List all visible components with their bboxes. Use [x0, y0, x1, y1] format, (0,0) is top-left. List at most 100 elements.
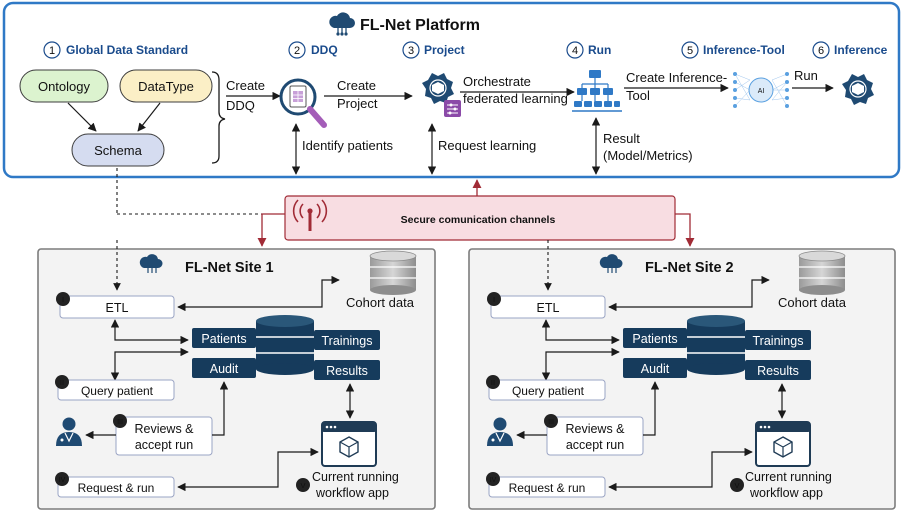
- roman-marker: I: [56, 292, 70, 306]
- request-to-workflow-arrow: [177, 447, 319, 492]
- step-1-header: 1 Global Data Standard: [43, 41, 188, 59]
- edge-label: Identify patients: [302, 138, 394, 153]
- cloud-network-icon: [329, 12, 355, 36]
- cohort-database-icon: [798, 250, 846, 295]
- request-label: Request & run: [78, 481, 155, 495]
- ontology-node: [19, 69, 109, 103]
- step-number: 3: [408, 45, 414, 57]
- site-2-panel: FL-Net Site 2 Cohort data ETL Patients T…: [468, 240, 896, 510]
- site-title: FL-Net Site 2: [645, 260, 734, 276]
- cohort-to-etl-arrow: [608, 275, 770, 312]
- ai-chip-label: AI: [758, 88, 765, 95]
- query-box: [57, 379, 175, 401]
- audit-pill: [623, 358, 687, 378]
- marker-label: III: [117, 419, 123, 426]
- step-5-header: 5 Inference-Tool: [681, 41, 785, 59]
- ddq-search-icon: [279, 78, 327, 128]
- marker-label: V: [734, 481, 739, 490]
- doctor-icon: [487, 417, 513, 446]
- etl-label: ETL: [537, 301, 560, 315]
- secure-channel-box: [284, 195, 676, 241]
- roman-marker: III: [544, 414, 558, 428]
- marker-label: I: [493, 295, 495, 304]
- results-pill: [745, 360, 811, 380]
- workflow-label: Current running: [745, 470, 832, 484]
- platform-title: FL-Net Platform: [360, 17, 480, 34]
- step-number: 1: [49, 45, 55, 57]
- etl-to-patients-arrow: [541, 319, 620, 345]
- patients-pill: [192, 328, 256, 348]
- reviews-to-audit-arrow: [212, 381, 229, 436]
- audit-label: Audit: [641, 362, 670, 376]
- datatype-to-schema-arrow: [137, 102, 161, 132]
- etl-box: [490, 295, 606, 319]
- trainings-label: Trainings: [322, 334, 373, 348]
- step-label: Run: [588, 43, 611, 57]
- query-to-patients-arrow: [541, 347, 620, 381]
- workflow-label: Current running: [312, 470, 399, 484]
- cohort-database-icon: [369, 250, 417, 295]
- step-number: 4: [572, 45, 578, 57]
- secure-channel-label: Secure comunication channels: [401, 214, 556, 226]
- request-box: [488, 476, 606, 498]
- roman-marker: II: [55, 375, 69, 389]
- federated-tree-icon: [572, 70, 622, 112]
- query-box: [488, 379, 606, 401]
- edge-label: Orchestrate: [463, 74, 531, 89]
- audit-label: Audit: [210, 362, 239, 376]
- cohort-to-etl-arrow: [177, 275, 340, 312]
- edge-label: federated learning: [463, 91, 568, 106]
- channel-to-site1-arrow: [257, 213, 286, 247]
- inference-gear-icon: [842, 74, 874, 105]
- step-label: DDQ: [311, 43, 338, 57]
- site-database-icon: [256, 315, 314, 375]
- workflow-label: workflow app: [749, 486, 823, 500]
- cohort-label: Cohort data: [778, 295, 847, 310]
- reviews-box: [115, 416, 213, 456]
- workflow-app-icon: [321, 421, 377, 467]
- edge-label: Create: [226, 78, 265, 93]
- reviews-label: accept run: [135, 438, 193, 452]
- marker-label: IV: [59, 477, 66, 484]
- schema-label: Schema: [94, 143, 142, 158]
- step-number: 6: [818, 45, 824, 57]
- step-label: Project: [424, 43, 465, 57]
- doctor-icon: [56, 417, 82, 446]
- patients-pill: [623, 328, 687, 348]
- step-number: 5: [687, 45, 693, 57]
- results-pill: [314, 360, 380, 380]
- query-to-patients-arrow: [110, 347, 189, 381]
- marker-label: IV: [490, 477, 497, 484]
- roman-marker: III: [113, 414, 127, 428]
- reviews-label: Reviews &: [134, 422, 194, 436]
- results-label: Results: [326, 364, 368, 378]
- site-database-icon: [687, 315, 745, 375]
- trainings-pill: [745, 330, 811, 350]
- step-label: Inference-Tool: [703, 43, 785, 57]
- channel-to-site2-arrow: [674, 213, 695, 247]
- step-label: Inference: [834, 43, 888, 57]
- marker-label: II: [60, 378, 64, 387]
- step-6-header: 6 Inference: [812, 41, 888, 59]
- roman-marker: IV: [486, 472, 500, 486]
- cloud-network-icon: [139, 254, 163, 273]
- edge-label: (Model/Metrics): [603, 148, 693, 163]
- reviews-box: [546, 416, 644, 456]
- project-gear-icon: [422, 73, 461, 117]
- etl-label: ETL: [106, 301, 129, 315]
- roman-marker: IV: [55, 472, 69, 486]
- reviews-to-audit-arrow: [643, 381, 660, 436]
- site-1-panel: FL-Net Site 1 Cohort data ETL Patients T…: [37, 240, 436, 510]
- request-to-workflow-arrow: [608, 447, 753, 492]
- results-label: Results: [757, 364, 799, 378]
- edge-label: Create: [337, 78, 376, 93]
- workflow-label: workflow app: [315, 486, 389, 500]
- etl-to-patients-arrow: [110, 319, 189, 345]
- edge-label: Result: [603, 131, 640, 146]
- edge-label: Run: [794, 68, 818, 83]
- patients-label: Patients: [201, 332, 246, 346]
- ontology-label: Ontology: [38, 79, 91, 94]
- cloud-network-icon: [599, 254, 623, 273]
